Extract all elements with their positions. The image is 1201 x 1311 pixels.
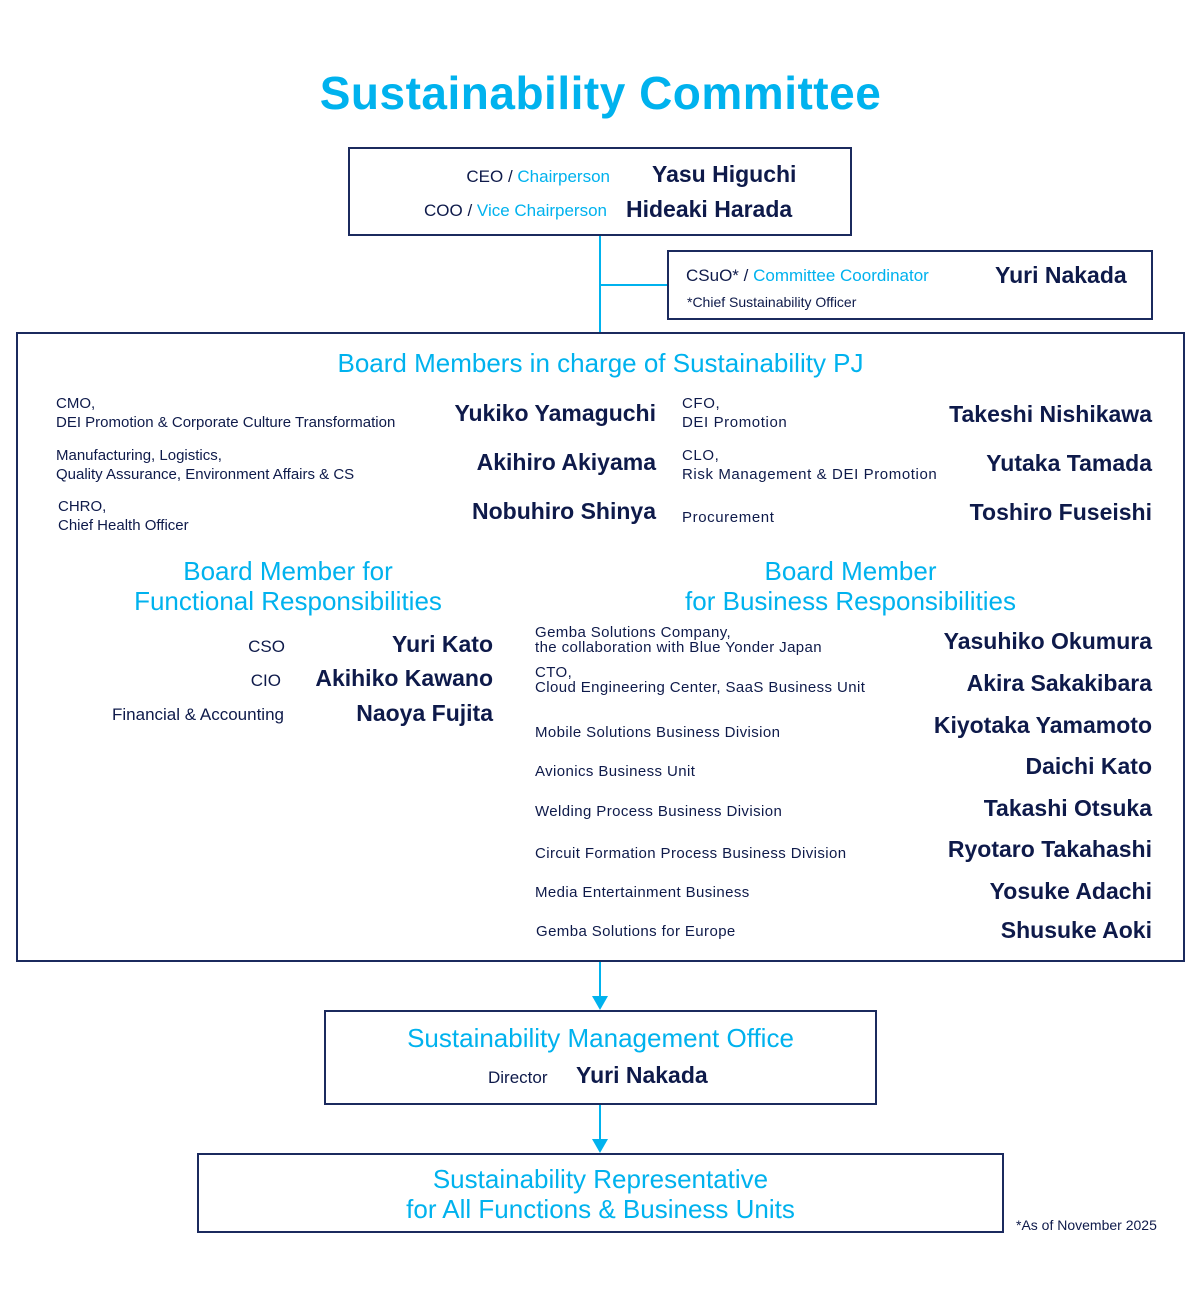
page-title: Sustainability Committee <box>319 67 882 119</box>
functional-role: Financial & Accounting <box>112 705 284 724</box>
pj-member-name: Akihiro Akiyama <box>476 449 656 475</box>
business-name: Daichi Kato <box>1025 753 1152 779</box>
pj-member-name: Yukiko Yamaguchi <box>454 400 656 426</box>
coo-role: COO / Vice Chairperson <box>424 201 607 220</box>
pj-member-role: CMO,DEI Promotion & Corporate Culture Tr… <box>56 395 396 431</box>
functional-role: CIO <box>250 671 281 690</box>
functional-name: Naoya Fujita <box>356 700 493 726</box>
chairperson-box: CEO / Chairperson Yasu Higuchi COO / Vic… <box>348 147 852 236</box>
business-role: Gemba Solutions Company,the collaboratio… <box>535 624 823 656</box>
chairperson-name: Yasu Higuchi <box>652 161 797 187</box>
business-role: Mobile Solutions Business Division <box>535 724 781 741</box>
pj-member-name: Toshiro Fuseishi <box>969 499 1152 525</box>
pj-member-role: Procurement <box>682 509 775 526</box>
business-name: Yasuhiko Okumura <box>943 628 1152 654</box>
pj-member-role: CFO,DEI Promotion <box>682 395 788 431</box>
vice-chairperson-name: Hideaki Harada <box>626 196 793 222</box>
ceo-role: CEO / Chairperson <box>466 167 610 186</box>
as-of-footnote: *As of November 2025 <box>1016 1217 1157 1233</box>
functional-name: Yuri Kato <box>392 631 493 657</box>
coordinator-role: CSuO* / Committee Coordinator <box>686 266 929 285</box>
office-role: Director <box>488 1068 548 1087</box>
pj-member-name: Nobuhiro Shinya <box>472 498 656 524</box>
chairperson-title: Chairperson <box>517 167 610 186</box>
business-name: Ryotaro Takahashi <box>947 836 1152 862</box>
coordinator-title: Committee Coordinator <box>753 266 929 285</box>
office-heading: Sustainability Management Office <box>407 1023 794 1053</box>
pj-member-role: Manufacturing, Logistics,Quality Assuran… <box>56 447 355 483</box>
board-members-box: Board Members in charge of Sustainabilit… <box>16 332 1185 962</box>
business-name: Yosuke Adachi <box>989 878 1152 904</box>
pj-member-role: CHRO,Chief Health Officer <box>58 498 189 534</box>
cso-footnote: *Chief Sustainability Officer <box>687 294 857 310</box>
pj-member-name: Takeshi Nishikawa <box>949 401 1152 427</box>
functional-name: Akihiko Kawano <box>315 665 493 691</box>
management-office-box: Sustainability Management Office Directo… <box>324 1010 877 1105</box>
arrow-line <box>599 962 601 998</box>
board-pj-heading: Board Members in charge of Sustainabilit… <box>337 348 864 378</box>
arrow-down-icon <box>592 996 608 1010</box>
coordinator-box: CSuO* / Committee Coordinator Yuri Nakad… <box>667 250 1153 320</box>
vice-chairperson-title: Vice Chairperson <box>476 201 607 220</box>
connector-line <box>599 284 668 286</box>
functional-role: CSO <box>248 637 285 656</box>
coordinator-name: Yuri Nakada <box>995 262 1127 288</box>
business-role: Avionics Business Unit <box>535 763 696 780</box>
business-role: Welding Process Business Division <box>535 803 783 820</box>
business-role: Gemba Solutions for Europe <box>536 923 736 940</box>
pj-member-role: CLO,Risk Management & DEI Promotion <box>682 447 938 483</box>
arrow-line <box>599 1105 601 1141</box>
pj-member-name: Yutaka Tamada <box>986 450 1152 476</box>
office-director-name: Yuri Nakada <box>576 1062 708 1088</box>
business-name: Akira Sakakibara <box>966 670 1152 696</box>
business-name: Takashi Otsuka <box>983 795 1152 821</box>
business-role: Media Entertainment Business <box>535 884 750 901</box>
business-role: CTO,Cloud Engineering Center, SaaS Busin… <box>535 664 866 696</box>
business-name: Shusuke Aoki <box>1000 917 1152 943</box>
business-name: Kiyotaka Yamamoto <box>933 712 1152 738</box>
business-role: Circuit Formation Process Business Divis… <box>535 845 847 862</box>
arrow-down-icon <box>592 1139 608 1153</box>
